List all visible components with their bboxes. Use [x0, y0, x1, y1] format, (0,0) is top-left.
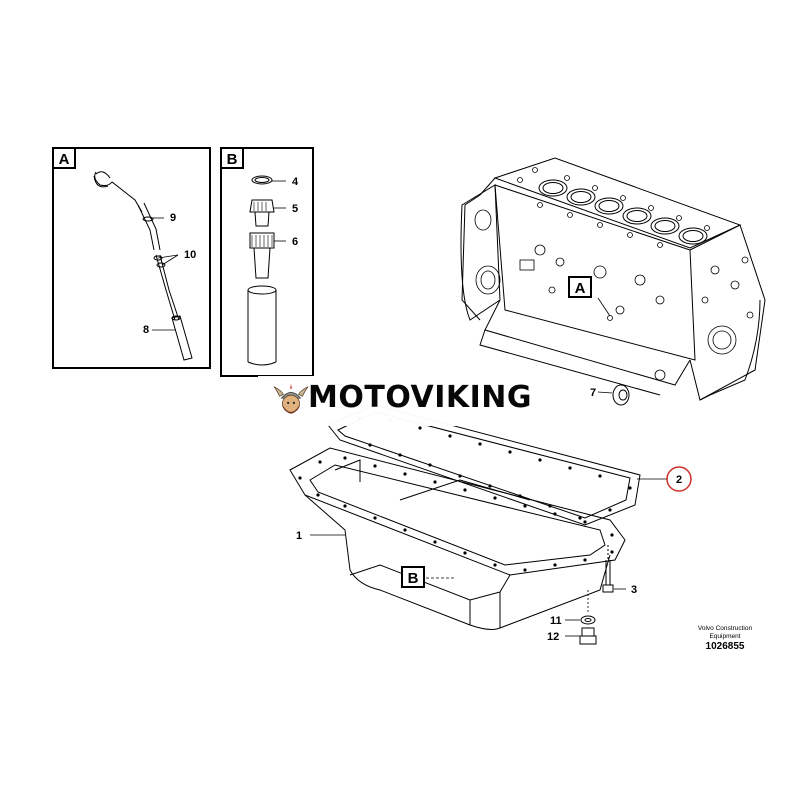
callout-9: 9 — [170, 212, 176, 224]
inset-a — [52, 147, 211, 369]
callout-5: 5 — [292, 203, 298, 215]
brand-name: MOTOVIKING — [308, 380, 533, 415]
callout-3: 3 — [631, 584, 637, 596]
callout-2-highlight — [666, 466, 692, 492]
bolt-icon — [602, 545, 614, 593]
callout-1: 1 — [296, 530, 302, 542]
callout-12: 12 — [547, 631, 559, 643]
manufacturer-label: Volvo Construction Equipment — [697, 625, 753, 640]
callout-7: 7 — [590, 387, 596, 399]
callout-10: 10 — [184, 249, 196, 261]
drain-plug-assembly-icon — [247, 175, 277, 366]
callout-8: 8 — [143, 324, 149, 336]
viking-helmet-icon — [273, 383, 309, 414]
engine-block-icon — [460, 157, 766, 401]
callout-2: 2 — [676, 474, 682, 486]
inset-a-letter: A — [59, 151, 70, 168]
washer-icon — [580, 615, 596, 625]
view-tag-a: A — [575, 280, 586, 297]
inset-b-letter: B — [227, 151, 238, 168]
dipstick-icon — [93, 171, 193, 361]
brand-watermark: MOTOVIKING — [258, 376, 558, 426]
callout-11: 11 — [550, 615, 562, 627]
callout-6: 6 — [292, 236, 298, 248]
callout-4: 4 — [292, 176, 299, 188]
seal-ring-icon — [612, 384, 630, 406]
drawing-number: 1026855 — [705, 641, 745, 652]
drain-plug-icon — [579, 627, 597, 645]
oil-pan-icon — [289, 447, 626, 630]
view-tag-b: B — [408, 570, 419, 587]
